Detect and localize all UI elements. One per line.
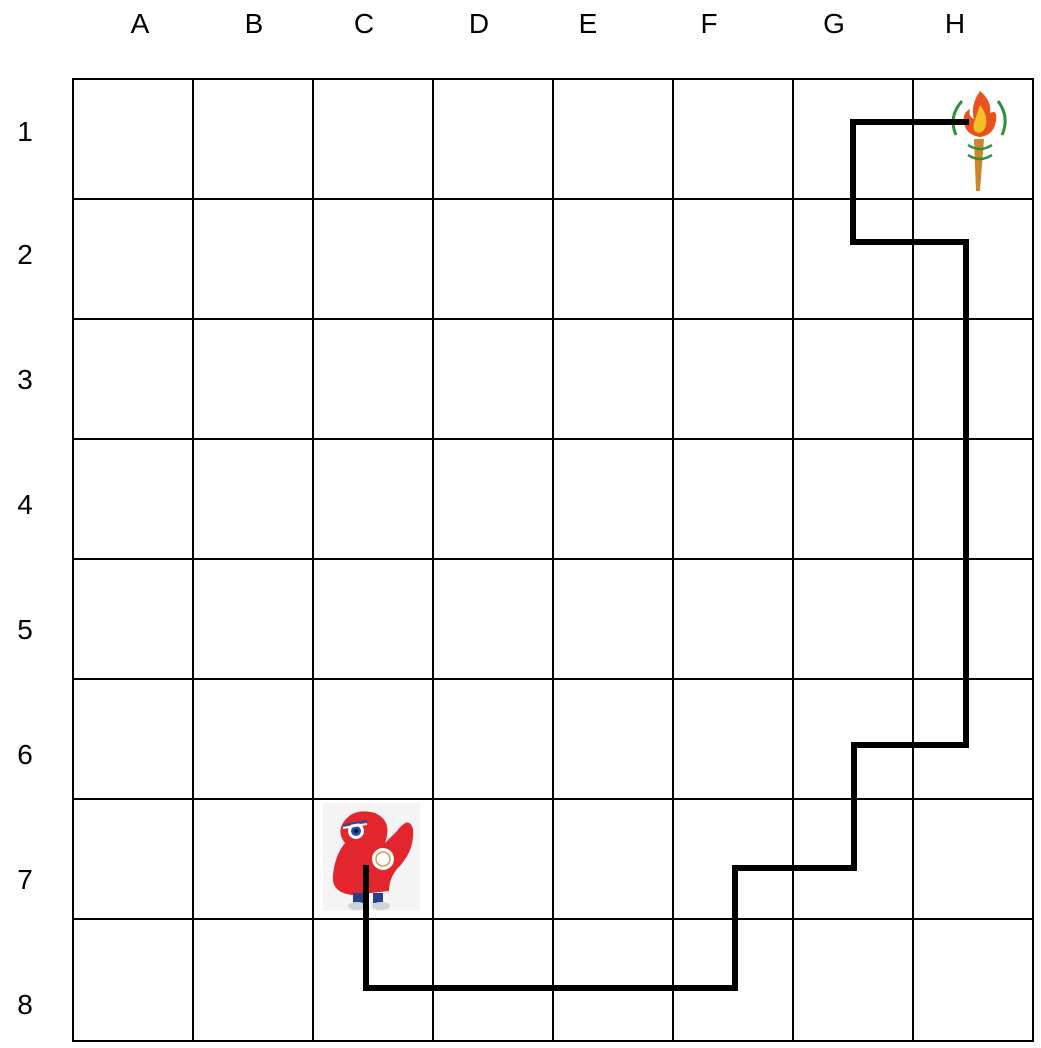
column-label-c: C — [354, 8, 374, 39]
row-label-6: 6 — [17, 739, 33, 770]
column-label-f: F — [700, 8, 717, 39]
route-path — [366, 122, 966, 988]
row-label-8: 8 — [17, 989, 33, 1020]
column-label-h: H — [945, 8, 965, 39]
row-label-7: 7 — [17, 864, 33, 895]
column-label-a: A — [131, 8, 150, 39]
column-label-d: D — [469, 8, 489, 39]
column-label-b: B — [245, 8, 264, 39]
column-label-g: G — [823, 8, 845, 39]
row-label-3: 3 — [17, 364, 33, 395]
mascot-icon — [323, 803, 420, 911]
row-label-5: 5 — [17, 614, 33, 645]
row-label-1: 1 — [17, 116, 33, 147]
row-labels: 1 2 3 4 5 6 7 8 — [17, 116, 33, 1020]
torch-icon — [953, 91, 1005, 191]
row-label-2: 2 — [17, 239, 33, 270]
row-label-4: 4 — [17, 489, 33, 520]
column-label-e: E — [579, 8, 598, 39]
column-labels: A B C D E F G H — [131, 8, 965, 39]
grid-lines — [73, 79, 1033, 1041]
